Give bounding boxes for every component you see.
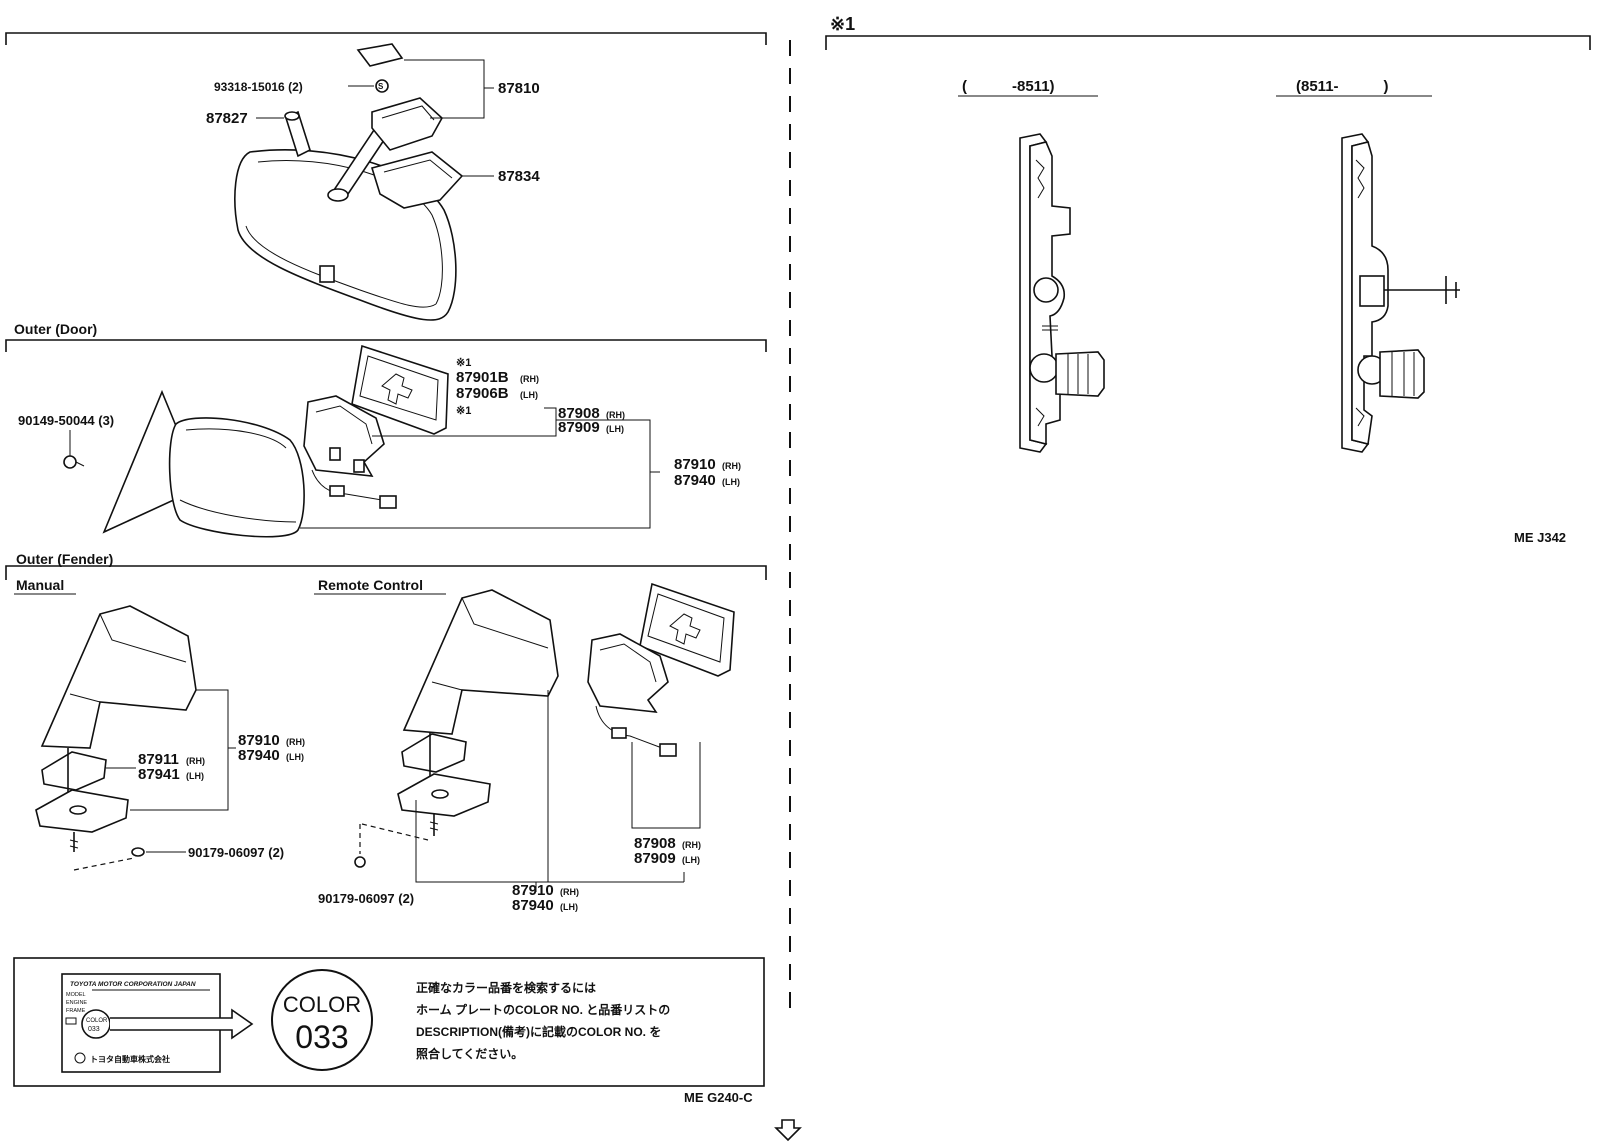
rh-suffix: (RH) — [606, 410, 625, 420]
rh-suffix: (RH) — [286, 737, 305, 747]
outer-door-glass-lh-label: 87906B — [456, 385, 509, 402]
right-panel-note-mark: ※1 — [830, 14, 855, 34]
color-note-line-4: 照合してください。 — [416, 1046, 523, 1061]
plate-row-engine: ENGINE — [66, 1000, 87, 1006]
mirror-section-after-8511 — [1341, 133, 1460, 453]
lh-suffix: (LH) — [286, 752, 304, 762]
lh-suffix: (LH) — [520, 390, 538, 400]
plate-row-frame: FRAME — [66, 1008, 86, 1014]
plate-color-label: COLOR — [86, 1018, 108, 1024]
lh-suffix: (LH) — [722, 477, 740, 487]
color-note-line-2: ホーム プレートのCOLOR NO. と品番リストの — [416, 1002, 670, 1017]
outer-door-illustration — [63, 344, 660, 538]
left-panel-frames — [5, 32, 791, 1020]
fender-remote-nut-label: 90179-06097 (2) — [318, 891, 414, 906]
fender-remote-actuator-rh-label: 87908 — [634, 835, 676, 852]
inner-mirror-cover-label: 87834 — [498, 168, 540, 185]
remote-control-title: Remote Control — [318, 577, 423, 593]
outer-door-glass-rh-label: 87901B — [456, 369, 509, 386]
inner-mirror-screw-label: 93318-15016 (2) — [214, 80, 303, 94]
inner-mirror-stay-label: 87810 — [498, 80, 540, 97]
fender-remote-illustration — [354, 582, 735, 892]
mirror-section-before-8511 — [1019, 133, 1105, 453]
lh-suffix: (LH) — [606, 424, 624, 434]
plate-footer: トヨタ自動車株式会社 — [90, 1054, 170, 1064]
outer-door-assy-lh-label: 87940 — [674, 472, 716, 489]
big-color-label: COLOR — [283, 992, 361, 1017]
right-variant-label: (8511- ) — [1296, 78, 1389, 95]
rh-suffix: (RH) — [186, 756, 205, 766]
outer-fender-title: Outer (Fender) — [16, 551, 113, 567]
screw-s-symbol: S — [378, 82, 384, 91]
fender-manual-assy-rh-label: 87910 — [238, 732, 280, 749]
big-color-no: 033 — [295, 1019, 348, 1055]
lh-suffix: (LH) — [682, 855, 700, 865]
fender-manual-base-lh-label: 87941 — [138, 766, 180, 783]
fender-manual-illustration — [35, 605, 236, 871]
color-note-line-3: DESCRIPTION(備考)に記載のCOLOR NO. を — [416, 1024, 661, 1039]
outer-door-actuator-rh-label: 87908 — [558, 405, 600, 422]
rh-suffix: (RH) — [560, 887, 579, 897]
rh-suffix: (RH) — [682, 840, 701, 850]
rh-suffix: (RH) — [520, 374, 539, 384]
fender-remote-assy-lh-label: 87940 — [512, 897, 554, 914]
fender-manual-nut-label: 90179-06097 (2) — [188, 845, 284, 860]
inner-mirror-illustration: S — [234, 43, 494, 321]
inner-mirror-pin-label: 87827 — [206, 110, 248, 127]
outer-door-assy-rh-label: 87910 — [674, 456, 716, 473]
color-note-box: TOYOTA MOTOR CORPORATION JAPAN MODEL ENG… — [13, 957, 765, 1087]
outer-door-title: Outer (Door) — [14, 321, 97, 337]
lh-suffix: (LH) — [186, 771, 204, 781]
outer-door-screw-label: 90149-50044 (3) — [18, 413, 114, 428]
outer-door-note-mark-b: ※1 — [456, 405, 471, 417]
rh-suffix: (RH) — [722, 461, 741, 471]
right-ref-code: ME J342 — [1514, 530, 1566, 545]
outer-door-actuator-lh-label: 87909 — [558, 419, 600, 436]
color-note-line-1: 正確なカラー品番を検索するには — [416, 980, 596, 995]
fender-remote-assy-rh-label: 87910 — [512, 882, 554, 899]
outer-door-note-mark-a: ※1 — [456, 357, 471, 369]
lh-suffix: (LH) — [560, 902, 578, 912]
plate-row-model: MODEL — [66, 992, 86, 998]
fender-manual-assy-lh-label: 87940 — [238, 747, 280, 764]
left-ref-code: ME G240-C — [684, 1090, 753, 1105]
down-arrow-icon — [774, 1119, 802, 1142]
left-variant-label: ( -8511) — [962, 78, 1055, 95]
plate-color-no: 033 — [88, 1026, 100, 1033]
fender-remote-actuator-lh-label: 87909 — [634, 850, 676, 867]
plate-header: TOYOTA MOTOR CORPORATION JAPAN — [70, 981, 196, 988]
fender-manual-base-rh-label: 87911 — [138, 751, 179, 768]
manual-title: Manual — [16, 577, 64, 593]
